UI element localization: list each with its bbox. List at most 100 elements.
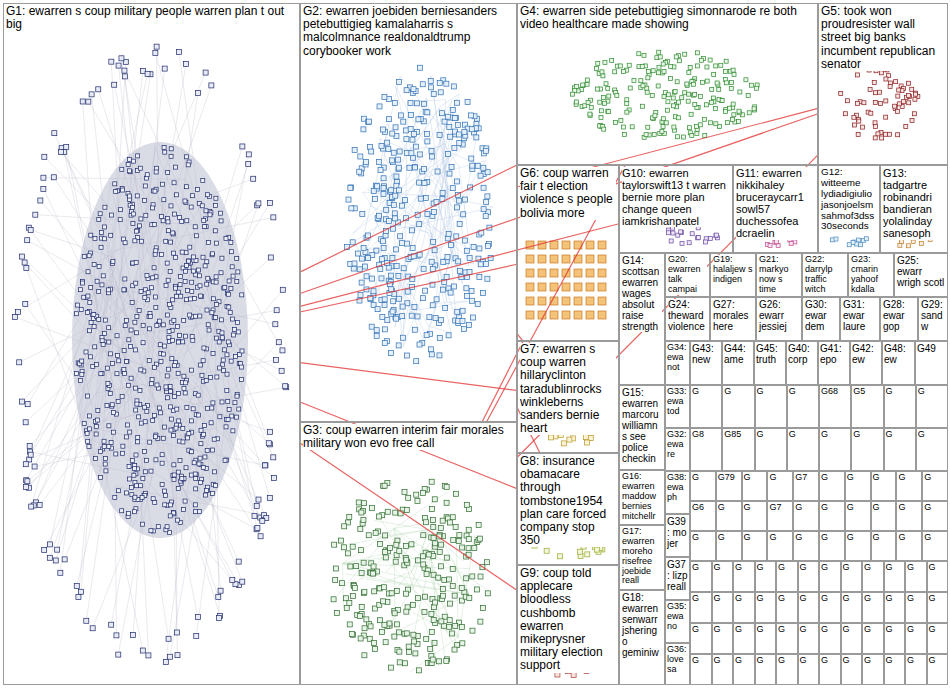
- vertex-icon: [352, 261, 357, 266]
- vertex-icon: [423, 288, 428, 293]
- vertex-icon: [229, 250, 233, 254]
- vertex-icon: [356, 251, 361, 256]
- vertex-icon: [424, 131, 429, 136]
- vertex-icon: [211, 351, 215, 355]
- vertex-icon: [162, 66, 167, 71]
- vertex-icon: [168, 269, 172, 273]
- tie-line: [403, 251, 439, 347]
- vertex-icon: [80, 359, 84, 363]
- vertex-icon: [331, 597, 336, 602]
- vertex-icon: [133, 320, 137, 324]
- vertex-icon: [210, 448, 214, 452]
- vertex-icon: [862, 101, 866, 105]
- vertex-icon: [382, 327, 387, 332]
- vertex-icon: [394, 316, 399, 321]
- vertex-icon: [158, 406, 162, 410]
- vertex-icon: [205, 282, 209, 286]
- vertex-icon: [437, 81, 442, 86]
- vertex-icon: [162, 198, 166, 202]
- vertex-icon: [80, 99, 85, 104]
- vertex-icon: [221, 358, 225, 362]
- vertex-icon: [376, 213, 381, 218]
- vertex-icon: [218, 415, 222, 419]
- tie-line: [395, 168, 487, 302]
- vertex-icon: [839, 92, 843, 96]
- vertex-icon: [134, 408, 138, 412]
- vertex-icon: [195, 615, 200, 620]
- vertex-icon: [24, 485, 29, 490]
- vertex-icon: [640, 65, 644, 69]
- vertex-icon: [212, 297, 216, 301]
- vertex-icon: [166, 278, 170, 282]
- vertex-icon: [441, 586, 446, 591]
- vertex-icon: [370, 505, 375, 510]
- vertex-icon: [200, 373, 204, 377]
- vertex-icon: [746, 93, 750, 97]
- vertex-icon: [695, 51, 699, 55]
- vertex-icon: [400, 304, 405, 309]
- vertex-icon: [856, 132, 860, 136]
- vertex-icon: [390, 255, 395, 260]
- vertex-icon: [595, 87, 599, 91]
- vertex-icon: [396, 79, 401, 84]
- tie-line: [99, 291, 269, 443]
- vertex-icon: [225, 389, 229, 393]
- vertex-icon: [452, 116, 457, 121]
- vertex-icon: [334, 610, 339, 615]
- tie-line: [179, 203, 258, 432]
- vertex-icon: [103, 318, 107, 322]
- vertex-icon: [452, 284, 457, 289]
- vertex-icon: [202, 346, 206, 350]
- vertex-icon: [399, 113, 404, 118]
- vertex-icon: [431, 572, 436, 577]
- vertex-icon: [415, 498, 420, 503]
- tie-line: [165, 183, 178, 655]
- vertex-icon: [583, 435, 588, 440]
- vertex-icon: [695, 64, 699, 68]
- vertex-icon: [122, 348, 126, 352]
- tie-line: [98, 284, 276, 325]
- vertex-icon: [460, 545, 465, 550]
- vertex-icon: [400, 335, 405, 340]
- vertex-icon: [107, 424, 111, 428]
- vertex-icon: [375, 184, 380, 189]
- vertex-icon: [154, 170, 158, 174]
- vertex-icon: [271, 455, 276, 460]
- vertex-icon: [188, 245, 192, 249]
- vertex-icon: [100, 283, 104, 287]
- vertex-icon: [140, 648, 145, 653]
- tie-line: [35, 428, 217, 466]
- vertex-icon: [124, 360, 128, 364]
- vertex-icon: [397, 649, 402, 654]
- vertex-icon: [201, 178, 205, 182]
- vertex-icon: [255, 525, 260, 530]
- vertex-icon: [134, 484, 138, 488]
- vertex-icon: [204, 209, 208, 213]
- vertex-icon: [694, 125, 698, 129]
- vertex-icon: [894, 80, 898, 84]
- vertex-icon: [457, 140, 462, 145]
- vertex-icon: [203, 70, 208, 75]
- vertex-icon: [267, 429, 272, 434]
- vertex-icon: [391, 150, 396, 155]
- vertex-icon: [414, 492, 419, 497]
- vertex-icon: [211, 401, 215, 405]
- tie-line: [368, 190, 470, 250]
- vertex-icon: [738, 90, 742, 94]
- vertex-icon: [114, 190, 118, 194]
- vertex-icon: [190, 290, 194, 294]
- vertex-icon: [246, 152, 251, 157]
- vertex-icon: [172, 251, 176, 255]
- vertex-icon: [153, 51, 158, 56]
- vertex-icon: [675, 80, 679, 84]
- vertex-icon: [349, 206, 354, 211]
- vertex-icon: [397, 630, 402, 635]
- vertex-icon: [856, 73, 860, 77]
- vertex-icon: [474, 135, 479, 140]
- vertex-icon: [214, 280, 218, 284]
- vertex-icon: [213, 203, 217, 207]
- vertex-icon: [122, 367, 126, 371]
- tie-line: [160, 203, 270, 386]
- vertex-icon: [452, 146, 457, 151]
